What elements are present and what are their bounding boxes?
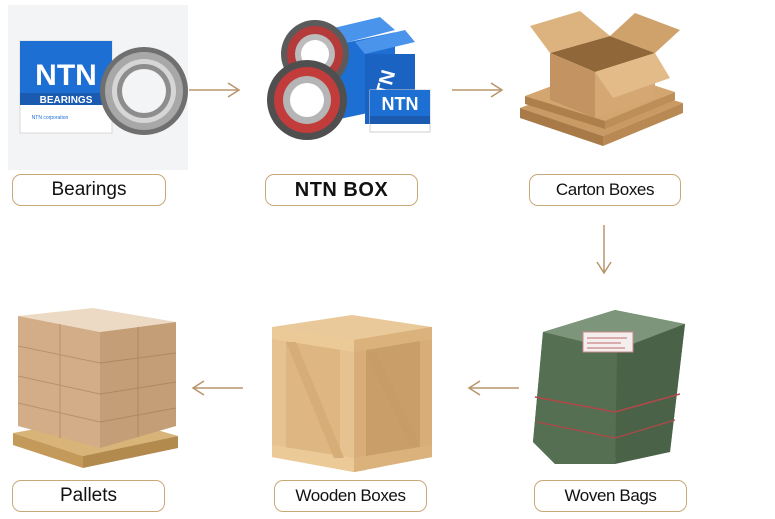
ntn-small-box-logo: NTN	[382, 94, 419, 114]
arrow-right-icon	[189, 82, 241, 98]
bearings-box-text: BEARINGS	[40, 95, 93, 106]
bearings-image: NTN BEARINGS NTN corporation	[8, 5, 188, 170]
woven-bags-image	[533, 310, 685, 464]
step-label-pallets: Pallets	[12, 480, 165, 512]
arrow-right-icon	[452, 82, 504, 98]
wooden-boxes-image	[272, 315, 432, 472]
arrow-left-icon	[191, 380, 243, 396]
pallets-image	[13, 308, 178, 468]
box-small-text: NTN corporation	[32, 115, 69, 121]
step-label-carton-boxes: Carton Boxes	[529, 174, 681, 206]
step-label-wooden-boxes: Wooden Boxes	[274, 480, 427, 512]
ntn-logo: NTN	[35, 59, 97, 92]
ntn-box-image: NTN NTN	[267, 17, 431, 140]
arrow-left-icon	[467, 380, 519, 396]
step-label-ntn-box: NTN BOX	[265, 174, 418, 206]
arrow-down-icon	[596, 225, 612, 275]
step-label-woven-bags: Woven Bags	[534, 480, 687, 512]
step-label-bearings: Bearings	[12, 174, 166, 206]
carton-boxes-image	[520, 11, 683, 146]
